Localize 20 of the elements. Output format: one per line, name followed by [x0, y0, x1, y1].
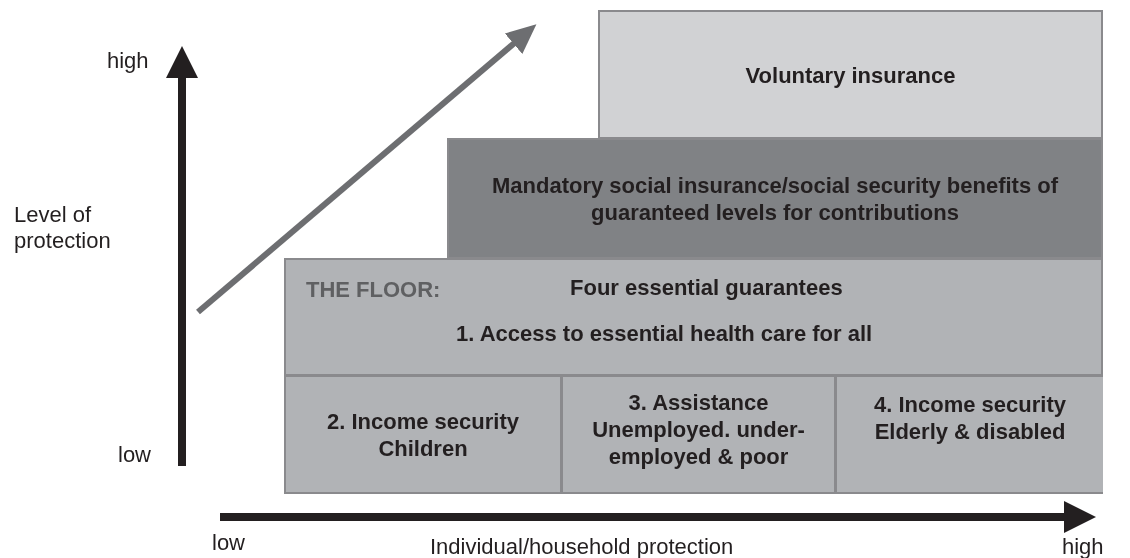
guarantee-box	[835, 375, 1103, 494]
guarantee-box	[561, 375, 836, 494]
axis-title: Level of protection	[14, 202, 112, 254]
guarantee-box	[284, 375, 562, 494]
tier-text: 4. Income security Elderly & disabled	[873, 391, 1067, 446]
tier-text: Voluntary insurance	[744, 61, 957, 88]
floor-box	[284, 258, 1103, 376]
axis-label: low	[118, 442, 151, 468]
floor-heading: THE FLOOR:	[306, 276, 441, 303]
tier-text: 2. Income security Children	[326, 407, 520, 462]
axis-label: high	[1062, 534, 1104, 558]
axis-title: Individual/household protection	[430, 534, 734, 558]
axis-label: high	[107, 48, 149, 74]
guarantee-text: 1. Access to essential health care for all	[456, 320, 873, 347]
tier-box	[598, 10, 1103, 139]
tier-box	[447, 138, 1103, 259]
tier-text: Mandatory social insurance/social security benefits of guaranteed levels for contributions	[490, 171, 1060, 226]
tier-text: 3. Assistance Unemployed. under-employed & poor	[591, 388, 806, 470]
floor-subheading: Four essential guarantees	[570, 274, 843, 301]
axis-label: low	[212, 530, 245, 556]
